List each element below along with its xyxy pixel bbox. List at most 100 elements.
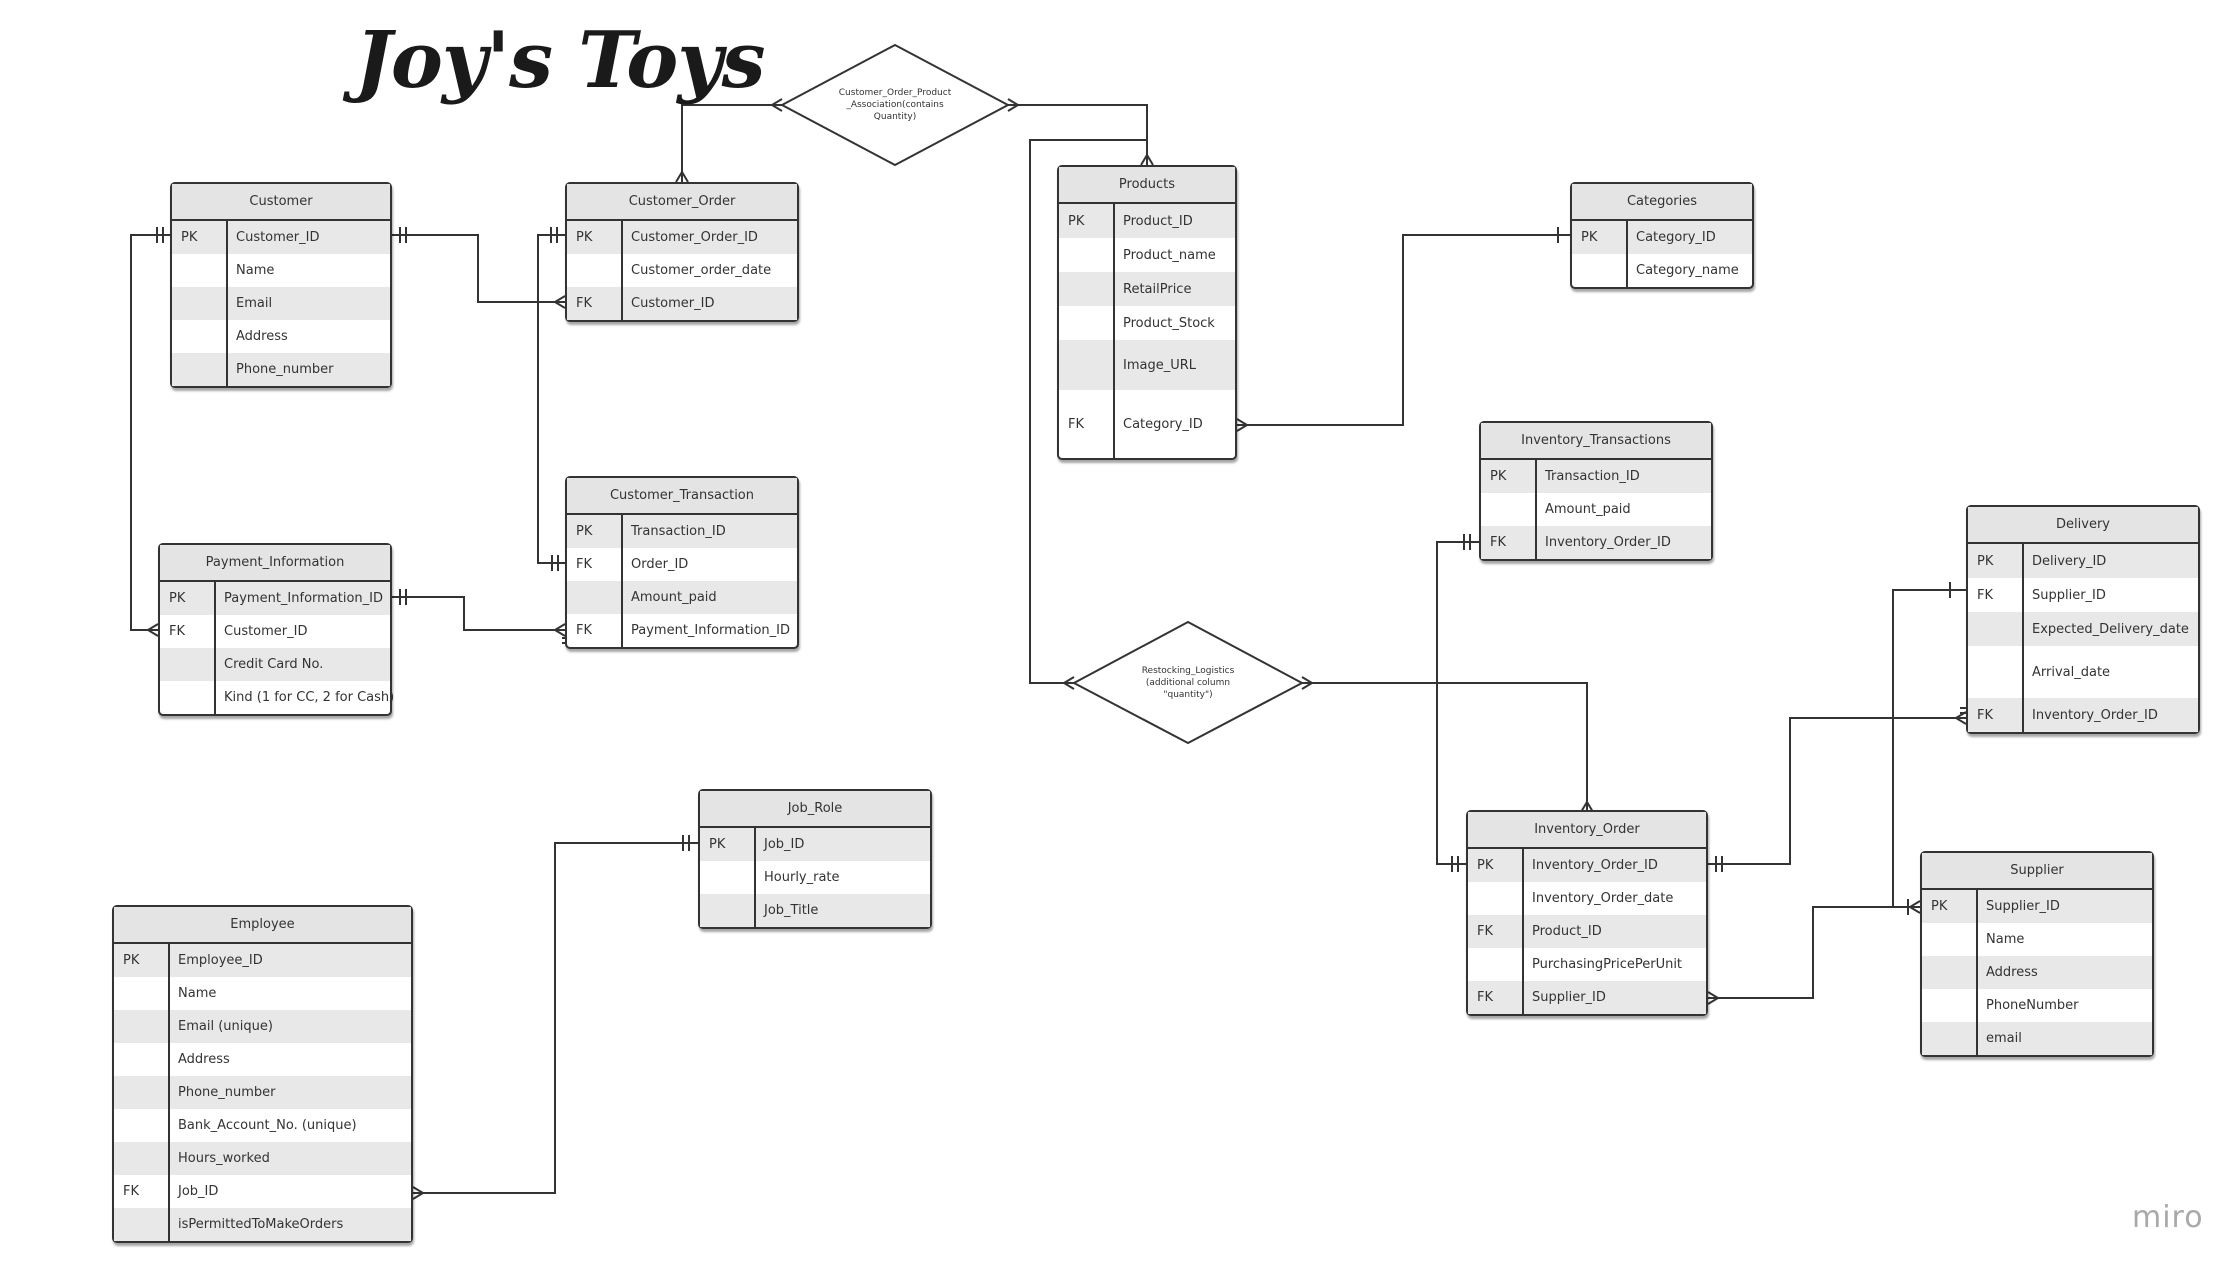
attribute-row[interactable]: Name bbox=[1922, 923, 2152, 956]
attribute-row[interactable]: Product_Stock bbox=[1059, 306, 1235, 340]
key-marker: FK bbox=[1968, 698, 2024, 732]
attribute-row[interactable]: Address bbox=[1922, 956, 2152, 989]
key-marker: PK bbox=[1468, 849, 1524, 882]
link-restocking-to-inventory-order bbox=[1302, 682, 1588, 812]
key-marker bbox=[567, 254, 623, 287]
key-marker bbox=[1922, 989, 1978, 1022]
key-marker: PK bbox=[1572, 221, 1628, 254]
attribute-name: Customer_ID bbox=[631, 296, 715, 311]
attribute-row[interactable]: PurchasingPricePerUnit bbox=[1468, 948, 1706, 981]
attribute-row[interactable]: Bank_Account_No. (unique) bbox=[114, 1109, 411, 1142]
attribute-name: isPermittedToMakeOrders bbox=[178, 1217, 344, 1232]
attribute-row[interactable]: email bbox=[1922, 1022, 2152, 1055]
attribute-name: Product_Stock bbox=[1123, 315, 1215, 331]
relationship-label-restocking-logistics: Restocking_Logistics (additional column … bbox=[1141, 666, 1235, 700]
key-marker bbox=[1468, 882, 1524, 915]
entity-name: Inventory_Order bbox=[1468, 812, 1706, 849]
attribute-row[interactable]: Address bbox=[172, 320, 390, 353]
attribute-row[interactable]: Address bbox=[114, 1043, 411, 1076]
attribute-row[interactable]: Hours_worked bbox=[114, 1142, 411, 1175]
key-marker: PK bbox=[1922, 890, 1978, 923]
link-customer-order-to-association bbox=[681, 104, 782, 182]
link-payment-information-to-customer-transaction bbox=[392, 596, 565, 631]
attribute-row[interactable]: Email (unique) bbox=[114, 1010, 411, 1043]
attribute-row[interactable]: Phone_number bbox=[172, 353, 390, 386]
attribute-row[interactable]: Amount_paid bbox=[567, 581, 797, 614]
link-customer-order-to-customer-transaction bbox=[537, 234, 565, 564]
link-customer-to-payment-information bbox=[130, 234, 170, 631]
attribute-row[interactable]: Name bbox=[172, 254, 390, 287]
attribute-row[interactable]: RetailPrice bbox=[1059, 272, 1235, 306]
attribute-row[interactable]: Email bbox=[172, 287, 390, 320]
attribute-name: Category_name bbox=[1636, 263, 1739, 278]
attribute-row[interactable]: Phone_number bbox=[114, 1076, 411, 1109]
key-marker: PK bbox=[1059, 204, 1115, 238]
key-marker bbox=[567, 581, 623, 614]
attribute-row[interactable]: Amount_paid bbox=[1481, 493, 1711, 526]
key-marker: PK bbox=[1968, 544, 2024, 578]
attribute-name: Supplier_ID bbox=[1532, 990, 1606, 1005]
attribute-row[interactable]: Arrival_date bbox=[1968, 646, 2198, 698]
attribute-name: Inventory_Order_date bbox=[1532, 891, 1674, 906]
attribute-row[interactable]: FK Supplier_ID bbox=[1468, 981, 1706, 1014]
key-marker: FK bbox=[1468, 981, 1524, 1014]
key-marker bbox=[160, 648, 216, 681]
attribute-row[interactable]: Category_name bbox=[1572, 254, 1752, 287]
attribute-row[interactable]: PhoneNumber bbox=[1922, 989, 2152, 1022]
attribute-row[interactable]: Name bbox=[114, 977, 411, 1010]
attribute-row[interactable]: Product_name bbox=[1059, 238, 1235, 272]
attribute-name: PhoneNumber bbox=[1986, 998, 2079, 1013]
entity-name: Delivery bbox=[1968, 507, 2198, 544]
attribute-row[interactable]: Image_URL bbox=[1059, 340, 1235, 390]
entity-name: Inventory_Transactions bbox=[1481, 423, 1711, 460]
attribute-row[interactable]: Customer_order_date bbox=[567, 254, 797, 287]
key-marker bbox=[1059, 340, 1115, 390]
attribute-row[interactable]: Hourly_rate bbox=[700, 861, 930, 894]
attribute-name: Payment_Information_ID bbox=[631, 623, 791, 638]
attribute-row[interactable]: Kind (1 for CC, 2 for Cash) bbox=[160, 681, 394, 714]
attribute-name: Image_URL bbox=[1123, 357, 1197, 373]
key-marker bbox=[1059, 272, 1115, 306]
attribute-row[interactable]: Inventory_Order_date bbox=[1468, 882, 1706, 915]
attribute-row[interactable]: isPermittedToMakeOrders bbox=[114, 1208, 411, 1241]
attribute-row[interactable]: Job_Title bbox=[700, 894, 930, 927]
attribute-name: Address bbox=[1986, 965, 2038, 980]
attribute-row[interactable]: Expected_Delivery_date bbox=[1968, 612, 2198, 646]
attribute-row[interactable]: Credit Card No. bbox=[160, 648, 390, 681]
key-marker bbox=[172, 254, 228, 287]
